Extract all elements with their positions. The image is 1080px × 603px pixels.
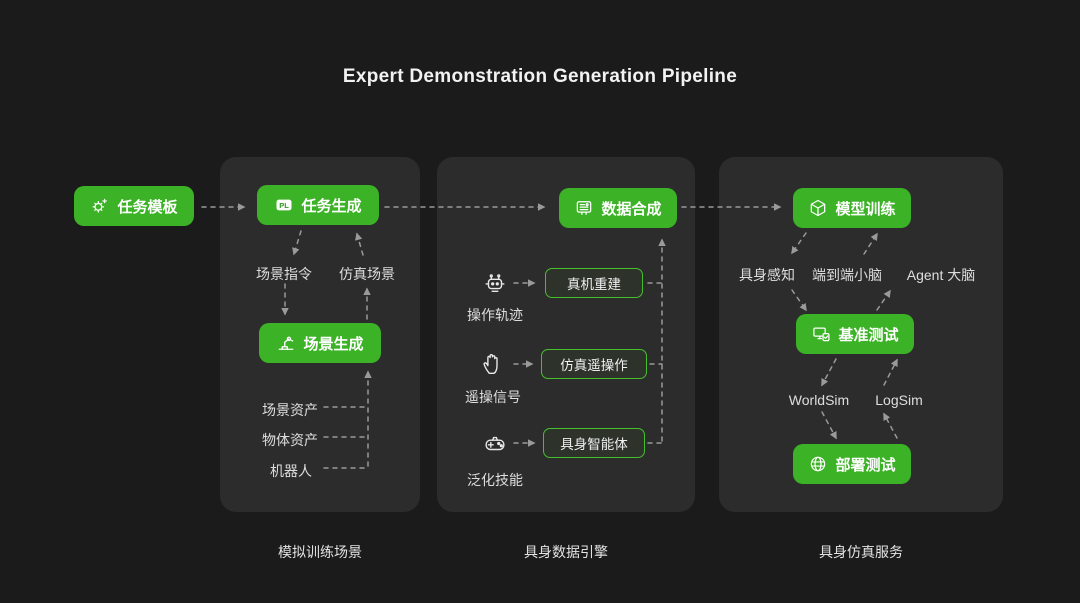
- page-title: Expert Demonstration Generation Pipeline: [342, 66, 738, 87]
- monitor-icon: [811, 324, 831, 344]
- pl-badge-icon: PL: [274, 195, 294, 215]
- data-synthesis-node: 数据合成: [559, 188, 677, 228]
- cube-icon: [808, 198, 828, 218]
- worldsim-label: WorldSim: [788, 392, 850, 408]
- generalized-skill-label: 泛化技能: [467, 472, 523, 488]
- scene-command-label: 场景指令: [256, 266, 312, 282]
- teleop-signal-label: 遥操信号: [465, 389, 521, 405]
- logsim-label: LogSim: [875, 392, 923, 408]
- task-template-label: 任务模板: [117, 198, 178, 216]
- embodied-agent-box: 具身智能体: [543, 428, 645, 458]
- benchmark-test-label: 基准测试: [838, 326, 899, 344]
- deployment-test-node: 部署测试: [793, 444, 911, 484]
- controller-icon: [482, 430, 508, 456]
- end-to-end-cerebellum-label: 端到端小脑: [812, 267, 882, 283]
- scene-asset-label: 场景资产: [262, 402, 318, 418]
- caption-embodied-sim-service: 具身仿真服务: [819, 544, 903, 560]
- robot-icon: [482, 270, 508, 296]
- scene-generation-node: 场景生成: [259, 323, 381, 363]
- embodied-perception-label: 具身感知: [739, 267, 795, 283]
- robot-asset-label: 机器人: [270, 463, 312, 479]
- caption-embodied-data-engine: 具身数据引擎: [524, 544, 608, 560]
- model-training-label: 模型训练: [835, 200, 896, 218]
- glove-icon: [480, 351, 506, 377]
- object-asset-label: 物体资产: [262, 432, 318, 448]
- task-template-icon: [90, 196, 110, 216]
- real-robot-reconstruction-box: 真机重建: [545, 268, 643, 298]
- benchmark-test-node: 基准测试: [796, 314, 914, 354]
- data-synthesis-label: 数据合成: [601, 200, 662, 218]
- deployment-test-label: 部署测试: [835, 456, 896, 474]
- manipulation-trajectory-label: 操作轨迹: [467, 307, 523, 323]
- sim-teleoperation-box: 仿真遥操作: [541, 349, 647, 379]
- data-synthesis-icon: [574, 198, 594, 218]
- task-generation-label: 任务生成: [301, 197, 362, 215]
- model-training-node: 模型训练: [793, 188, 911, 228]
- scene-generation-label: 场景生成: [303, 335, 364, 353]
- robot-arm-icon: [276, 333, 296, 353]
- task-generation-node: PL 任务生成: [257, 185, 379, 225]
- agent-brain-label: Agent 大脑: [906, 267, 976, 283]
- task-template-node: 任务模板: [74, 186, 194, 226]
- globe-icon: [808, 454, 828, 474]
- pl-icon-text: PL: [280, 201, 290, 210]
- sim-scene-label: 仿真场景: [339, 266, 395, 282]
- caption-simulation-training-scene: 模拟训练场景: [278, 544, 362, 560]
